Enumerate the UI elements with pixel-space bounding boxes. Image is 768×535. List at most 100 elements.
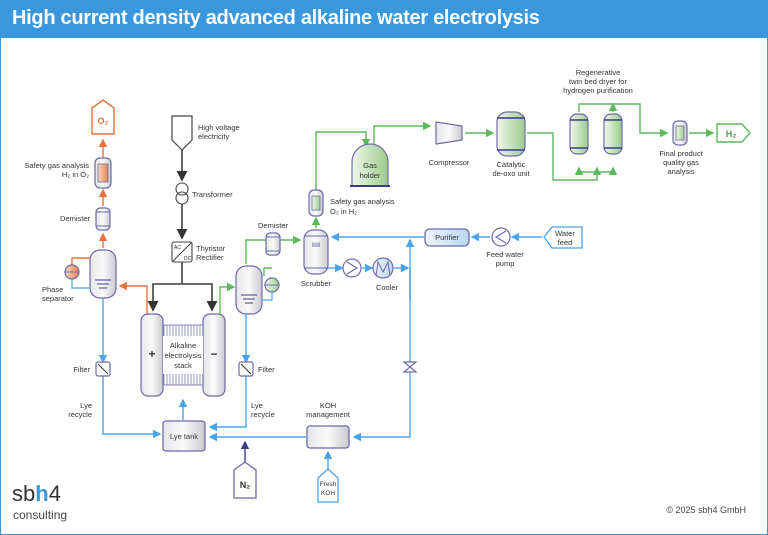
- compressor-icon: [435, 121, 463, 145]
- deoxo-unit: Catalytic de-oxo unit: [492, 111, 530, 178]
- logo-text-h: h: [35, 481, 49, 506]
- dryer-bed-2: [603, 113, 623, 155]
- dryer-label-2: twin bed dryer for: [569, 77, 627, 86]
- dryer-label-1: Regenerative: [576, 68, 621, 77]
- electrolysis-stack: + − Alkaline electrolysis stack: [140, 313, 226, 397]
- final-analysis-label-3: analysis: [667, 167, 694, 176]
- final-quality-analysis: Final product quality gas analysis: [659, 120, 704, 176]
- n2-inlet-icon: [233, 461, 257, 499]
- gas-holder: Gas holder: [350, 143, 390, 187]
- safety-h2-label-2: O₂ in H₂: [330, 207, 357, 216]
- demister-right-label: Demister: [258, 221, 289, 230]
- spray-icon: ⅢⅢ: [312, 243, 320, 249]
- h2-product: H₂: [716, 123, 751, 143]
- phase-separator-right: [235, 265, 280, 315]
- deoxo-label-2: de-oxo unit: [492, 169, 530, 178]
- final-analysis-label-2: quality gas: [663, 158, 699, 167]
- safety-h2-label-1: Safety gas analysis: [330, 197, 395, 206]
- cooler: Cooler: [372, 257, 399, 292]
- scrubber: ⅢⅢ Scrubber: [301, 229, 332, 288]
- o2-label: O₂: [98, 116, 109, 126]
- koh-management: KOH management: [306, 401, 351, 449]
- compressor-label: Compressor: [429, 158, 470, 167]
- final-analysis-label-1: Final product: [659, 149, 703, 158]
- lye-tank-label: Lye tank: [170, 432, 198, 441]
- dryer-label-3: hydrogen purification: [563, 86, 633, 95]
- page-title: High current density advanced alkaline w…: [12, 7, 540, 29]
- n2-supply: N₂: [233, 440, 257, 499]
- fresh-koh-label-1: Fresh: [320, 481, 337, 488]
- phase-separator-label-1: Phase: [42, 285, 63, 294]
- filter-left-label: Filter: [73, 365, 90, 374]
- h2-label: H₂: [726, 129, 737, 139]
- water-feed-label-1: Water: [555, 229, 575, 238]
- water-feed-inlet-icon: [543, 226, 583, 249]
- cooler-label: Cooler: [376, 283, 399, 292]
- filter-right-label: Filter: [258, 365, 275, 374]
- water-feed: Water feed: [543, 226, 583, 249]
- safety-o2-label-2: H₂ in O₂: [62, 170, 89, 179]
- demister-left-label: Demister: [60, 214, 91, 223]
- analyzer-orange-icon: [97, 163, 109, 183]
- gas-holder-label-1: Gas: [363, 161, 377, 170]
- filter-right: Filter Lye recycle: [238, 361, 275, 419]
- gas-holder-label-2: holder: [360, 171, 381, 180]
- lye-recycle-left-label-2: recycle: [68, 410, 92, 419]
- purifier: Purifier: [424, 228, 470, 247]
- valve: [402, 361, 418, 373]
- logo-subtitle: consulting: [13, 508, 68, 522]
- sbh4-logo: sbh4: [12, 483, 61, 505]
- stack-label-2: electrolysis: [164, 351, 201, 360]
- ac-label: AC: [174, 245, 181, 251]
- hydrogen-lines: [219, 102, 715, 314]
- feed-pump-label-1: Feed water: [486, 250, 524, 259]
- feed-pump-label-2: pump: [496, 259, 515, 268]
- safety-gas-analysis-h2: Safety gas analysis O₂ in H₂: [308, 189, 395, 217]
- rectifier-label-1: Thyristor: [196, 244, 226, 253]
- lye-lines: [98, 232, 542, 470]
- purifier-label: Purifier: [435, 233, 459, 242]
- safety-o2-label-1: Safety gas analysis: [24, 161, 89, 170]
- dc-label: DC: [184, 256, 192, 262]
- safety-gas-analysis-o2: Safety gas analysis H₂ in O₂: [24, 157, 112, 189]
- compressor: Compressor: [429, 121, 470, 167]
- o2-product: O₂: [91, 99, 115, 135]
- hv-label-1: High voltage: [198, 123, 240, 132]
- scrubber-label: Scrubber: [301, 279, 332, 288]
- feed-water-pump: Feed water pump: [486, 227, 524, 268]
- transformer-icon: [175, 182, 189, 196]
- hv-electricity-icon: [171, 115, 193, 151]
- lye-tank: Lye tank: [162, 420, 206, 452]
- demister-right: Demister: [258, 221, 289, 256]
- plus-icon: +: [148, 347, 155, 361]
- phase-separator-label-2: separator: [42, 294, 74, 303]
- h2-outlet-icon: [716, 123, 751, 143]
- phase-separator-left: Phase separator: [42, 249, 117, 303]
- circulation-pump: [342, 258, 362, 278]
- oxygen-lines: [71, 138, 148, 320]
- copyright: © 2025 sbh4 GmbH: [666, 505, 746, 515]
- demister-left: Demister: [60, 207, 111, 231]
- twin-bed-dryer: Regenerative twin bed dryer for hydrogen…: [563, 68, 633, 155]
- minus-icon: −: [210, 347, 217, 361]
- lye-recycle-left-label-1: Lye: [80, 401, 92, 410]
- transformer-label: Transformer: [192, 190, 233, 199]
- filter-left: Filter Lye recycle: [68, 361, 111, 419]
- hv-label-2: electricity: [198, 132, 230, 141]
- rectifier-label-2: Rectifier: [196, 253, 224, 262]
- koh-label-2: management: [306, 410, 351, 419]
- logo-text-2: 4: [48, 481, 61, 506]
- header-bar: High current density advanced alkaline w…: [0, 0, 768, 38]
- n2-label: N₂: [240, 480, 251, 490]
- lye-recycle-right-label-2: recycle: [251, 410, 275, 419]
- water-feed-label-2: feed: [558, 238, 573, 247]
- valve-icon: [402, 361, 418, 373]
- fresh-koh: Fresh KOH: [317, 468, 339, 503]
- power-supply: High voltage electricity Transformer AC …: [147, 115, 240, 312]
- stack-label-1: Alkaline: [170, 341, 196, 350]
- lye-recycle-right-label-1: Lye: [251, 401, 263, 410]
- o2-outlet-icon: [91, 99, 115, 135]
- logo-text-1: sb: [12, 481, 36, 506]
- fresh-koh-inlet-icon: [317, 468, 339, 503]
- pump-icon: [342, 258, 362, 278]
